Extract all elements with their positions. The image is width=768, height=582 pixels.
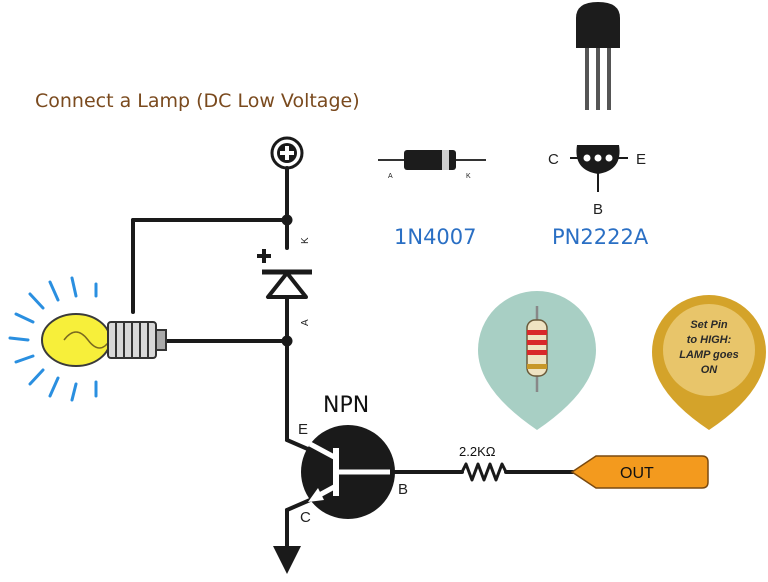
ground-arrow-icon xyxy=(273,546,301,574)
output-pin-tag xyxy=(570,455,709,489)
note-line-3: LAMP goes xyxy=(679,349,739,361)
diode-package-illustration: A K xyxy=(378,150,486,180)
note-line-2: to HIGH: xyxy=(687,334,732,346)
resistor-value-label: 2.2KΩ xyxy=(459,444,496,459)
note-line-1: Set Pin xyxy=(690,319,728,331)
lamp-icon xyxy=(8,276,167,402)
pinout-label-e: E xyxy=(636,151,646,168)
resistor-symbol xyxy=(460,462,508,482)
transistor-package-illustration xyxy=(576,2,620,110)
pinout-label-c: C xyxy=(548,151,559,168)
diode-package-pin-a: A xyxy=(388,173,393,180)
resistor-callout xyxy=(478,291,596,430)
junction-dot-top xyxy=(281,214,293,226)
diode-package-pin-k: K xyxy=(466,173,471,180)
junction-dot-bottom xyxy=(281,335,293,347)
note-callout xyxy=(652,295,766,430)
positive-terminal-icon xyxy=(270,136,304,170)
transistor-part-label: PN2222A xyxy=(552,225,649,249)
diode-symbol xyxy=(257,249,312,299)
transistor-pinout-symbol xyxy=(570,145,628,192)
diode-part-label: 1N4007 xyxy=(394,225,477,249)
transistor-type-label: NPN xyxy=(323,393,369,418)
transistor-pin-b: B xyxy=(398,481,408,498)
diode-label-k: K xyxy=(300,237,311,244)
diagram-title: Connect a Lamp (DC Low Voltage) xyxy=(35,90,360,112)
transistor-pin-c: C xyxy=(300,509,311,526)
circuit-wires xyxy=(131,166,580,550)
note-line-4: ON xyxy=(701,364,719,376)
pinout-label-b: B xyxy=(593,201,603,218)
diode-label-a: A xyxy=(300,319,311,326)
output-label: OUT xyxy=(620,465,654,482)
transistor-pin-e: E xyxy=(298,421,308,438)
npn-transistor-symbol xyxy=(301,425,395,519)
